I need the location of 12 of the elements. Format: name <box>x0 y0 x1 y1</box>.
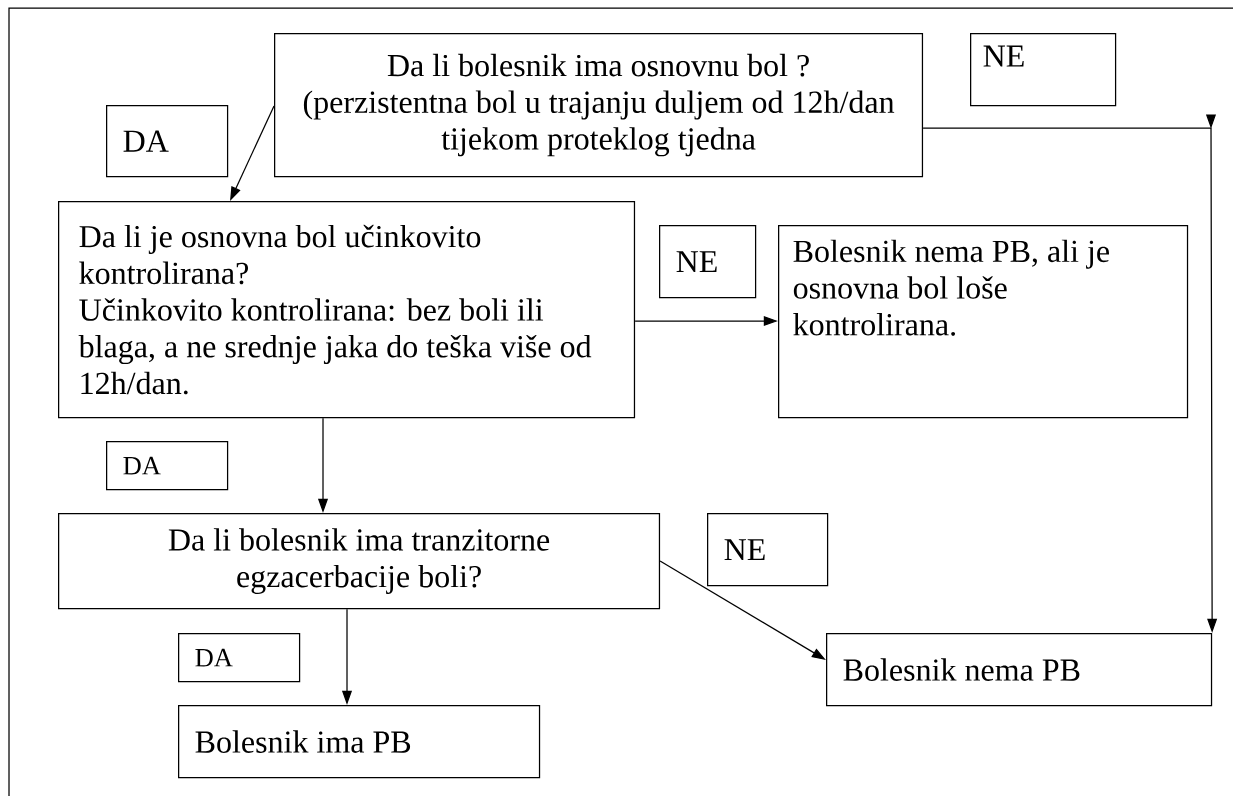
answer-label-box: NE <box>659 225 757 299</box>
question-box: Da li bolesnik ima tranzitorne egzacerbacije boli? <box>58 513 661 610</box>
question-box: Da li je osnovna bol učinkovito kontrolirana? Učinkovito kontrolirana: bez boli ili blaga, a ne srednje jaka do teška više od 12h/dan. <box>58 201 636 419</box>
answer-label-box: DA <box>106 441 229 491</box>
result-box: Bolesnik nema PB, ali je osnovna bol loše kontrolirana. <box>778 225 1189 419</box>
answer-label-box: NE <box>707 513 829 587</box>
result-box: Bolesnik nema PB <box>826 633 1213 707</box>
answer-label-box: DA <box>106 105 229 178</box>
answer-label-box: NE <box>970 33 1117 107</box>
question-box: Da li bolesnik ima osnovnu bol ? (perzistentna bol u trajanju duljem od 12h/dan tijekom proteklog tjedna <box>274 33 924 178</box>
answer-label-box: DA <box>178 633 301 683</box>
result-box: Bolesnik ima PB <box>178 705 541 779</box>
